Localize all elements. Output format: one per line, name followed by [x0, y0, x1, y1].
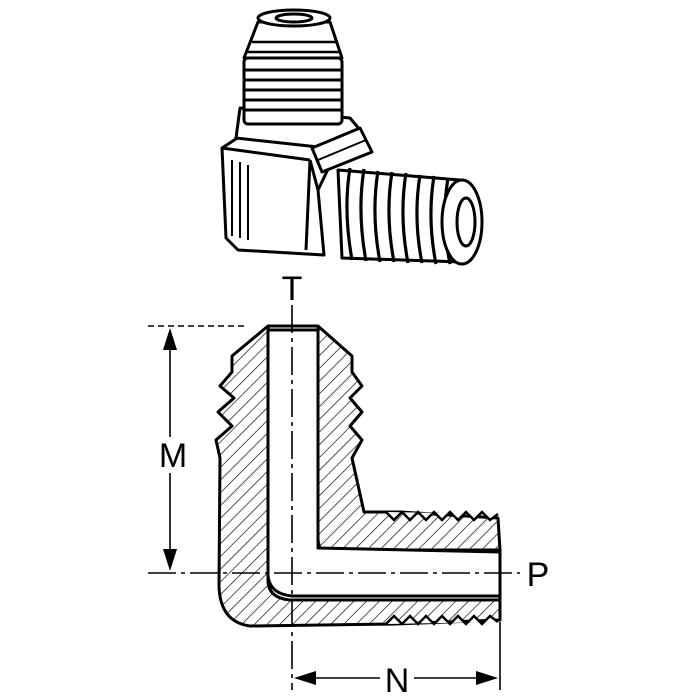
section-outer-wall — [214, 324, 502, 628]
n-dimension-label: N — [385, 662, 410, 700]
side-bore — [455, 196, 477, 248]
side-port-label: P — [527, 556, 550, 594]
top-port-label: T — [282, 270, 303, 308]
flare-cone — [242, 20, 344, 60]
body-front-edge — [304, 159, 312, 251]
body-shading — [231, 160, 249, 240]
n-arrow-left — [294, 671, 316, 685]
top-bore — [274, 12, 314, 24]
n-arrow-right — [476, 671, 498, 685]
m-arrow-bottom — [163, 549, 177, 571]
side-thread-teeth-top — [385, 510, 499, 522]
top-thread-ribs — [244, 68, 342, 112]
dimension-arrows — [163, 328, 498, 685]
fitting-3d-view — [220, 8, 484, 266]
body-top-edge — [221, 146, 311, 162]
m-dimension-label: M — [159, 437, 187, 475]
body-corner-edge — [308, 159, 320, 191]
side-thread-teeth-bottom — [385, 614, 499, 626]
m-arrow-top — [163, 328, 177, 350]
section-view — [214, 324, 502, 628]
